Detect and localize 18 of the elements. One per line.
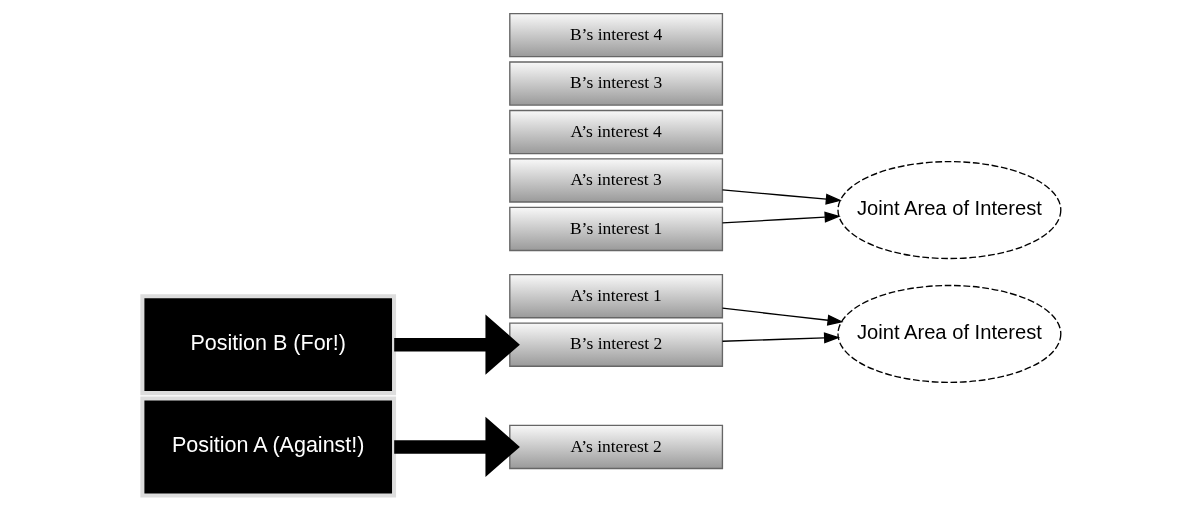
node-ellipse: Joint Area of Interest — [836, 160, 1061, 260]
node-box: A’s interest 2 — [508, 424, 723, 470]
node-box: A’s interest 4 — [508, 109, 723, 155]
arrow — [393, 314, 520, 375]
node-ellipse: Joint Area of Interest — [836, 284, 1061, 384]
node-box: B’s interest 3 — [508, 61, 723, 106]
arrow — [721, 189, 842, 205]
node-box: A’s interest 1 — [508, 274, 723, 319]
node-box: B’s interest 4 — [508, 12, 723, 58]
arrow — [721, 307, 844, 326]
arrow — [721, 211, 841, 224]
node-box: B’s interest 1 — [508, 206, 723, 252]
node-box: Position B (For!) — [139, 294, 396, 396]
node-box: B’s interest 2 — [508, 322, 723, 367]
node-box: A’s interest 3 — [508, 158, 723, 203]
node-box: Position A (Against!) — [139, 396, 396, 498]
arrow — [393, 416, 520, 478]
arrow — [721, 332, 840, 344]
